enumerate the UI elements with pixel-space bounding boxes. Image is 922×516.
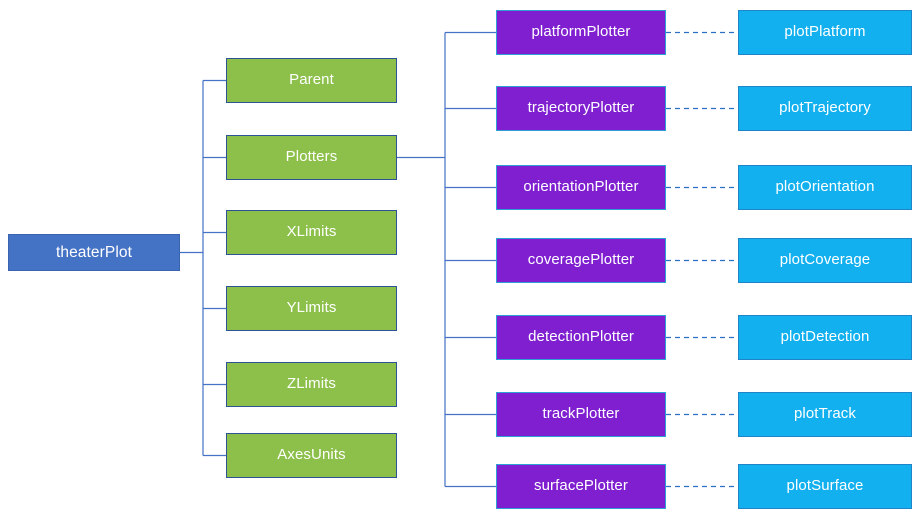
node-label: AxesUnits [277,446,346,464]
node-label: Plotters [285,148,338,166]
node-label: plotPlatform [784,23,866,41]
node-property-plotters[interactable]: Plotters [226,135,397,180]
node-plotter-coverageplotter[interactable]: coveragePlotter [496,238,666,283]
node-label: theaterPlot [55,243,133,261]
node-label: surfacePlotter [534,477,628,495]
node-label: plotTrajectory [779,99,871,117]
node-method-plotorientation[interactable]: plotOrientation [738,165,912,210]
node-label: orientationPlotter [523,178,639,196]
node-label: platformPlotter [531,23,631,41]
node-method-plotdetection[interactable]: plotDetection [738,315,912,360]
node-label: plotOrientation [775,178,875,196]
node-root-theaterplot[interactable]: theaterPlot [8,234,180,271]
node-method-plottrajectory[interactable]: plotTrajectory [738,86,912,131]
node-label: trajectoryPlotter [527,99,635,117]
node-method-plotcoverage[interactable]: plotCoverage [738,238,912,283]
node-method-plotsurface[interactable]: plotSurface [738,464,912,509]
node-label: YLimits [286,299,337,317]
node-plotter-trackplotter[interactable]: trackPlotter [496,392,666,437]
node-label: plotDetection [780,328,870,346]
node-label: plotTrack [793,405,857,423]
node-property-parent[interactable]: Parent [226,58,397,103]
node-label: detectionPlotter [528,328,634,346]
node-method-plotplatform[interactable]: plotPlatform [738,10,912,55]
node-property-xlimits[interactable]: XLimits [226,210,397,255]
node-method-plottrack[interactable]: plotTrack [738,392,912,437]
node-label: trackPlotter [542,405,620,423]
node-label: coveragePlotter [527,251,635,269]
node-label: XLimits [286,223,337,241]
node-plotter-platformplotter[interactable]: platformPlotter [496,10,666,55]
node-label: plotCoverage [779,251,871,269]
node-plotter-trajectoryplotter[interactable]: trajectoryPlotter [496,86,666,131]
node-plotter-orientationplotter[interactable]: orientationPlotter [496,165,666,210]
node-label: ZLimits [286,375,337,393]
node-label: Parent [289,71,334,89]
node-label: plotSurface [786,477,864,495]
node-plotter-detectionplotter[interactable]: detectionPlotter [496,315,666,360]
node-property-axesunits[interactable]: AxesUnits [226,433,397,478]
node-property-zlimits[interactable]: ZLimits [226,362,397,407]
node-plotter-surfaceplotter[interactable]: surfacePlotter [496,464,666,509]
node-property-ylimits[interactable]: YLimits [226,286,397,331]
